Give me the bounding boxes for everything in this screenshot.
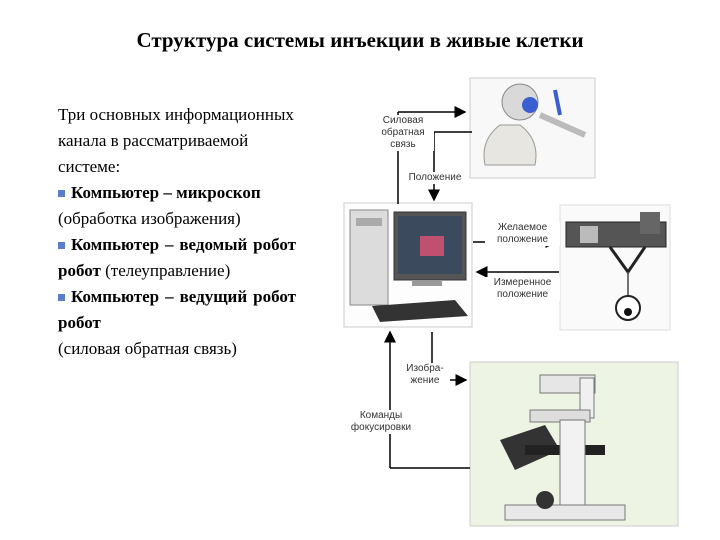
master-robot-image <box>470 78 595 178</box>
slave-robot-image <box>560 205 670 330</box>
computer-image <box>344 203 472 327</box>
label-force-feedback: Силовая обратная связь <box>372 115 434 151</box>
label-image: Изобра- жение <box>400 363 450 387</box>
label-measured-position: Измеренное положение <box>485 277 560 301</box>
label-position: Положение <box>405 172 465 184</box>
microscope-image <box>470 362 678 526</box>
label-focus-commands: Команды фокусировки <box>342 410 420 434</box>
label-desired-position: Желаемое положение <box>485 222 560 246</box>
